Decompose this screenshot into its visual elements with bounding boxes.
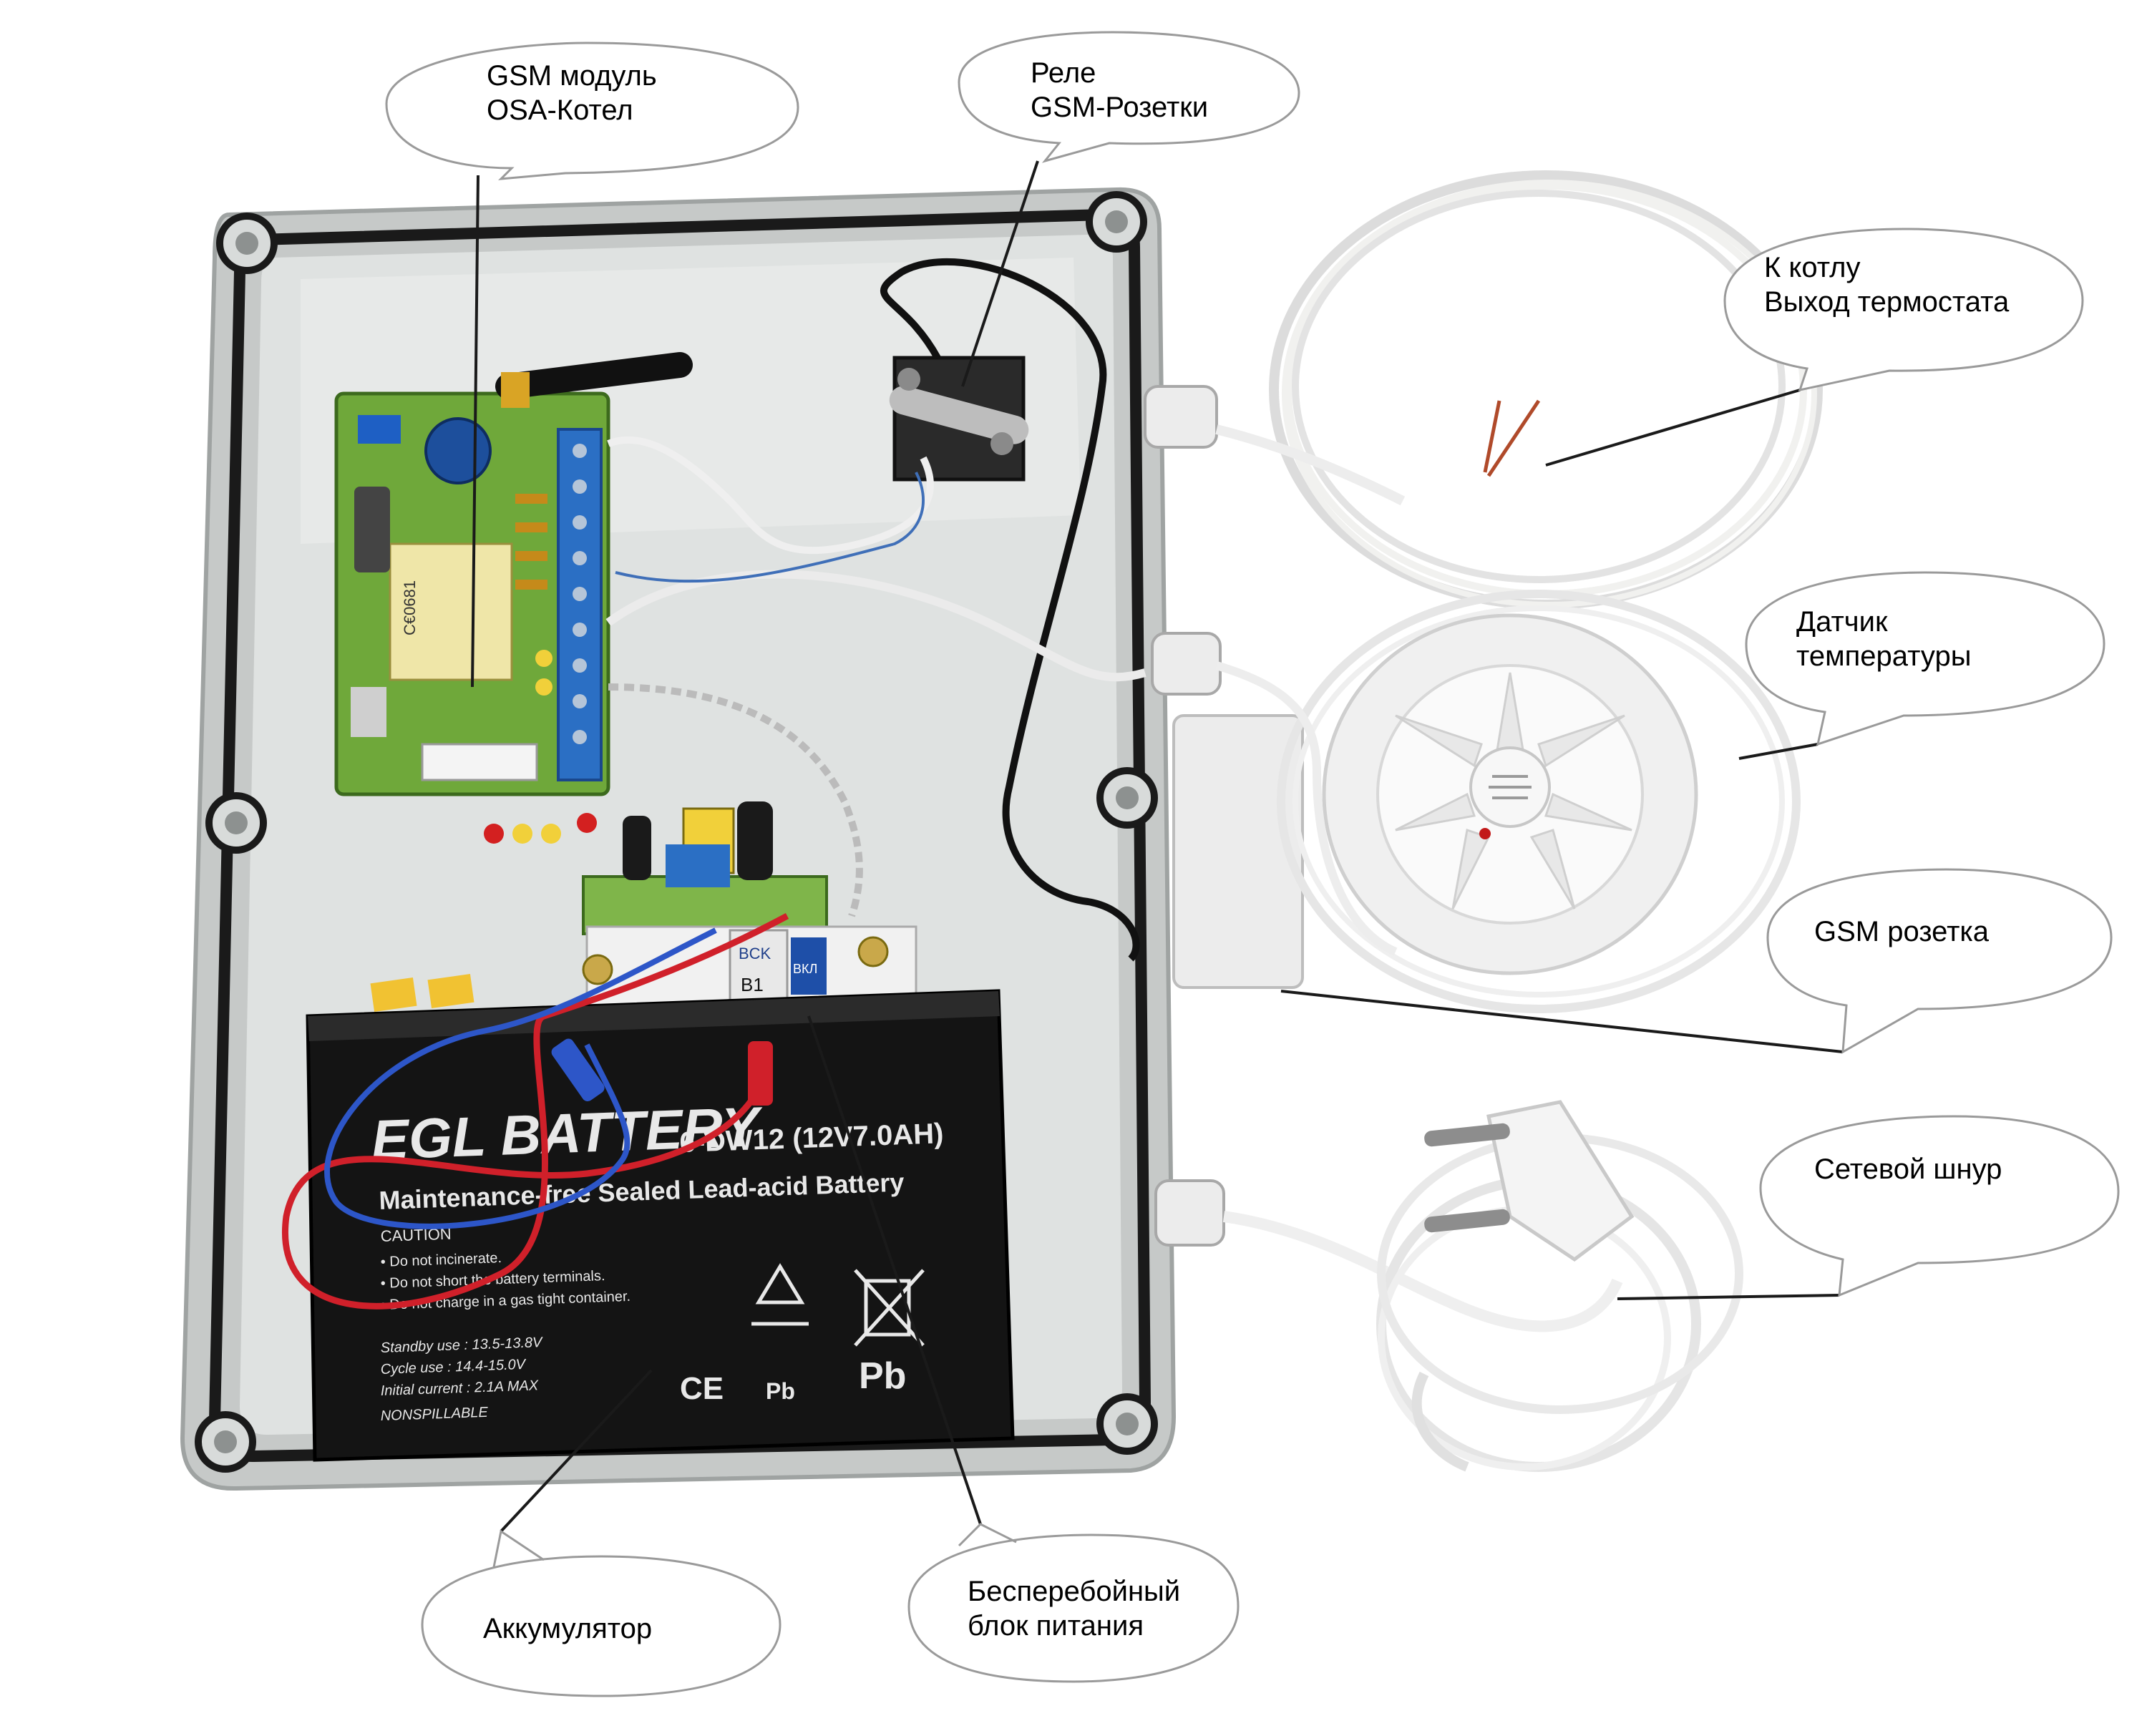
- bubble-gsm-socket: [1766, 868, 2113, 1054]
- wire-red: [282, 913, 789, 1310]
- callout-battery-line1: Аккумулятор: [483, 1613, 653, 1644]
- battery-brand: EGL BATTERY: [371, 1095, 764, 1171]
- antenna: [495, 352, 693, 399]
- foam-pad: [370, 977, 417, 1012]
- callout-relay: Реле GSM-Розетки: [1031, 56, 1208, 125]
- bin-crossed-icon: [854, 1269, 925, 1347]
- callout-ups: Бесперебойный блок питания: [968, 1574, 1180, 1643]
- callout-battery: Аккумулятор: [483, 1611, 652, 1646]
- callout-gsm-module-line1: GSM модуль: [487, 60, 657, 92]
- callout-boiler-line1: К котлу: [1764, 252, 1861, 283]
- wire-bundle-black: [880, 258, 1140, 962]
- wire-blue: [324, 927, 717, 1229]
- foam-pad: [427, 974, 474, 1008]
- red-terminal: [748, 1041, 773, 1106]
- battery-nonspillable: NONSPILLABLE: [380, 1405, 488, 1424]
- breaker-on-label: ВКЛ: [793, 962, 817, 976]
- callout-gsm-socket: GSM розетка: [1814, 915, 1989, 949]
- speech-bubbles: [385, 31, 2120, 1697]
- cable-glands: [1144, 385, 1225, 1247]
- callout-boiler: К котлу Выход термостата: [1764, 250, 2009, 319]
- power-plug: [1424, 1100, 1635, 1262]
- callout-gsm-socket-line1: GSM розетка: [1814, 916, 1990, 947]
- bubble-battery: [421, 1529, 782, 1697]
- wire-white-to-relay: [607, 436, 934, 555]
- wire-twisted: [608, 683, 863, 917]
- battery-pb-mark: Pb: [766, 1378, 795, 1404]
- bubble-gsm-module: [385, 42, 799, 180]
- relay: [889, 356, 1029, 482]
- blue-terminal: [551, 1038, 605, 1102]
- callout-power-cord: Сетевой шнур: [1814, 1152, 2002, 1186]
- power-cord: [1222, 1133, 1743, 1472]
- callout-relay-line2: GSM-Розетки: [1031, 92, 1209, 123]
- callout-ups-line2: блок питания: [968, 1610, 1144, 1642]
- breaker-brand: BCK: [739, 945, 771, 962]
- battery: EGL BATTERY 6-DW12 (12V7.0AH) Maintenanc…: [306, 989, 1015, 1462]
- board-ce-mark: C€0681: [401, 580, 419, 635]
- callout-boiler-line2: Выход термостата: [1764, 286, 2010, 318]
- callout-temp-sensor-line2: температуры: [1796, 640, 1972, 672]
- callout-temp-sensor-line1: Датчик: [1796, 606, 1888, 638]
- battery-pb-large: Pb: [859, 1355, 906, 1397]
- bubble-ups: [907, 1523, 1240, 1683]
- callout-temp-sensor: Датчик температуры: [1796, 605, 1971, 673]
- callout-relay-line1: Реле: [1031, 57, 1096, 89]
- bubble-boiler: [1723, 228, 2084, 392]
- gsm-module-board: C€0681: [334, 391, 610, 796]
- temperature-sensor: [1277, 590, 1801, 1013]
- callout-power-cord-line1: Сетевой шнур: [1814, 1154, 2002, 1185]
- thermostat-cable-coil: [1215, 170, 1823, 610]
- callout-gsm-module: GSM модуль OSA-Котел: [487, 59, 657, 127]
- sensor-cable: [1215, 661, 1398, 956]
- bubble-power-cord: [1759, 1115, 2120, 1297]
- callout-gsm-module-line2: OSA-Котел: [487, 94, 633, 126]
- breaker-model: B1: [741, 974, 764, 995]
- bubble-temp-sensor: [1745, 571, 2105, 746]
- antenna-connector: [501, 372, 530, 408]
- bubble-relay: [958, 31, 1300, 163]
- callout-ups-line1: Бесперебойный: [968, 1576, 1181, 1607]
- recycle-icon: [751, 1263, 809, 1326]
- thermostat-cable-wires: [1483, 399, 1541, 477]
- wire-blue-thin: [615, 472, 925, 583]
- leader-lines: [471, 160, 1844, 1533]
- battery-ce-mark: CE: [680, 1371, 724, 1406]
